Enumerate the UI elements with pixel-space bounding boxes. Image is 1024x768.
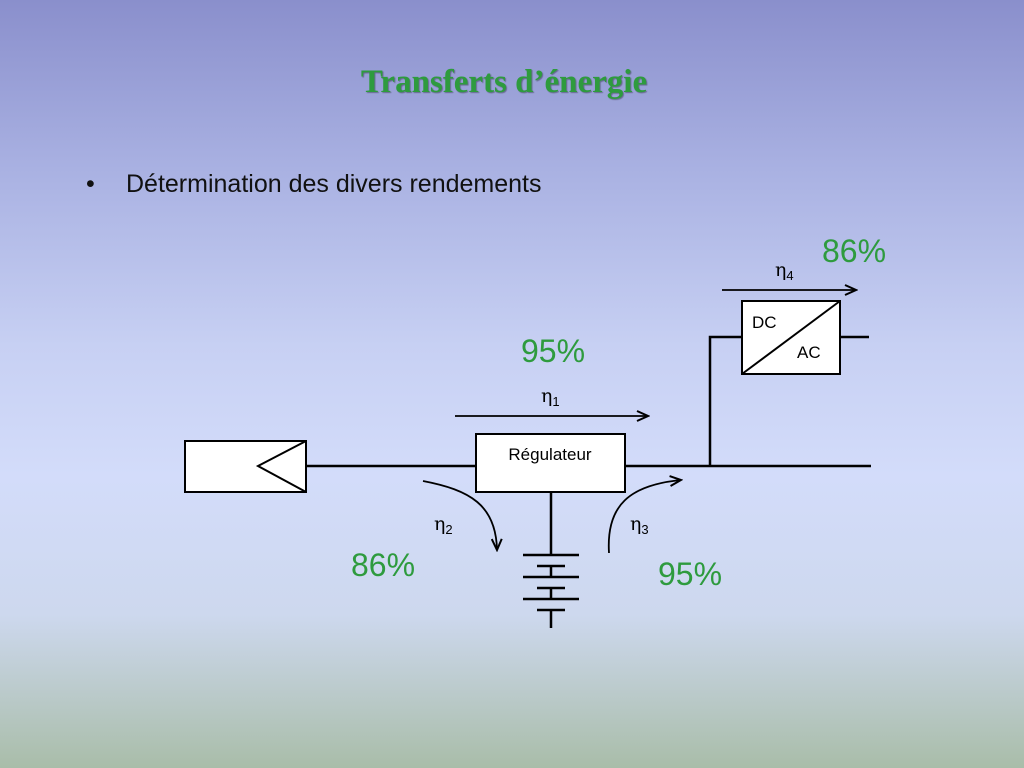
regulator-box: Régulateur: [475, 433, 626, 493]
bullet-text: Détermination des divers rendements: [126, 170, 542, 198]
eta1-percent: 95%: [521, 333, 585, 369]
eta3-percent: 95%: [658, 556, 722, 592]
dc-ac-converter: DC AC: [741, 300, 841, 375]
battery-symbol: [523, 553, 579, 628]
eta1-label: η1: [541, 385, 560, 409]
eta4-label: η4: [775, 259, 794, 283]
eta2-arrow: [422, 480, 497, 550]
converter-ac-label: AC: [797, 343, 821, 362]
eta4-percent: 86%: [822, 233, 886, 269]
slide-title: Transferts d’énergie: [360, 64, 648, 100]
regulator-label: Régulateur: [508, 445, 592, 464]
eta3-arrow: [607, 480, 681, 554]
solar-panel-symbol: [184, 440, 307, 493]
bullet-marker: •: [86, 170, 95, 198]
eta3-label: η3: [630, 513, 649, 537]
eta2-label: η2: [434, 513, 453, 537]
eta2-percent: 86%: [351, 547, 415, 583]
wire-to-converter: [708, 335, 742, 466]
converter-dc-label: DC: [752, 313, 777, 332]
bullet-item: • Détermination des divers rendements: [86, 170, 541, 199]
